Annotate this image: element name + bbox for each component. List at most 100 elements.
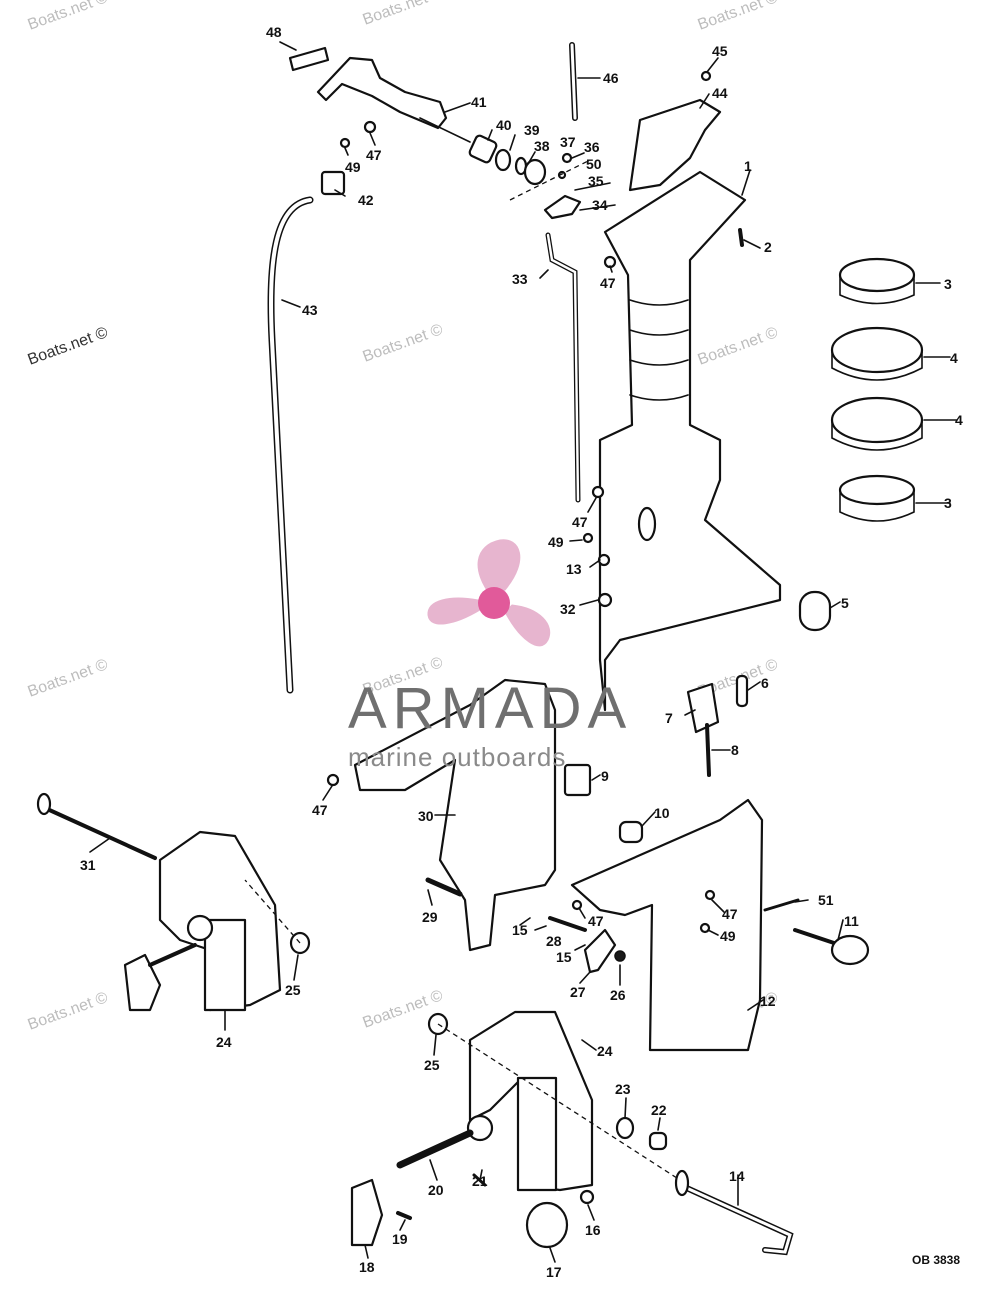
callout-22: 22 xyxy=(651,1102,667,1118)
callout-3: 3 xyxy=(944,276,952,292)
part-14-tilt-rod-outer xyxy=(677,1182,794,1256)
callout-27: 27 xyxy=(570,984,586,1000)
callout-25: 25 xyxy=(424,1057,440,1073)
part-36-washer xyxy=(523,158,547,186)
watermark-text: Boats.net © xyxy=(361,321,446,366)
callout-4: 4 xyxy=(955,412,963,428)
watermark-text: Boats.net © xyxy=(361,0,446,29)
callout-5: 5 xyxy=(841,595,849,611)
callout-38: 38 xyxy=(534,138,550,154)
callout-34: 34 xyxy=(592,197,608,213)
callout-19: 19 xyxy=(392,1231,408,1247)
assembly-line xyxy=(437,1023,681,1181)
watermark-text: Boats.net © xyxy=(26,0,111,34)
part-49-fastener xyxy=(582,532,594,544)
callout-49: 49 xyxy=(548,534,564,550)
callout-6: 6 xyxy=(761,675,769,691)
callout-15: 15 xyxy=(556,949,572,965)
callout-31: 31 xyxy=(80,857,96,873)
callout-35: 35 xyxy=(588,173,604,189)
part-3-ring-bottom-body xyxy=(839,489,915,522)
part-3-ring-top-body xyxy=(839,274,915,305)
callout-47: 47 xyxy=(572,514,588,530)
part-24-clamp-left-plate xyxy=(203,918,247,1012)
part-1-housing-port xyxy=(637,506,657,542)
callout-43: 43 xyxy=(302,302,318,318)
part-18-handle xyxy=(350,1178,384,1247)
leader-lines xyxy=(89,41,958,1263)
watermark-text: Boats.net © xyxy=(696,0,781,34)
propeller-icon xyxy=(427,539,551,647)
part-18-handle-left xyxy=(123,953,162,1012)
part-29-bolt xyxy=(425,877,463,897)
part-51-pin xyxy=(763,898,800,912)
part-1-housing-ribs xyxy=(629,299,689,401)
part-49-fastener xyxy=(339,137,351,149)
part-33-rod-outer xyxy=(545,232,581,503)
callout-17: 17 xyxy=(546,1264,562,1280)
brand-tagline: marine outboards xyxy=(348,742,566,772)
part-23-washer xyxy=(615,1116,635,1140)
callout-13: 13 xyxy=(566,561,582,577)
callout-30: 30 xyxy=(418,808,434,824)
callout-15: 15 xyxy=(512,922,528,938)
callout-45: 45 xyxy=(712,43,728,59)
part-48-decal xyxy=(288,46,330,72)
part-17-pad xyxy=(525,1201,569,1249)
assembly-line xyxy=(244,879,301,944)
callout-36: 36 xyxy=(584,139,600,155)
callout-47: 47 xyxy=(722,906,738,922)
callout-7: 7 xyxy=(665,710,673,726)
part-14-head xyxy=(674,1169,690,1197)
watermark-text: Boats.net © xyxy=(26,324,111,369)
callout-32: 32 xyxy=(560,601,576,617)
part-41-shaft xyxy=(419,117,471,143)
part-34-bracket xyxy=(543,194,582,220)
callout-26: 26 xyxy=(610,987,626,1003)
watermark-text: Boats.net © xyxy=(696,324,781,369)
part-10-nut xyxy=(618,820,644,844)
part-24-clamp-left-pad xyxy=(186,914,214,942)
part-46-rod-inner xyxy=(570,43,577,120)
part-14-tilt-rod-inner xyxy=(678,1183,792,1254)
part-2-screw xyxy=(738,228,744,247)
assembly-line xyxy=(509,159,591,201)
part-47-fastener xyxy=(326,773,340,787)
part-45-screw xyxy=(700,70,712,82)
part-22-nut xyxy=(648,1131,668,1151)
part-3-ring-bottom xyxy=(838,474,916,506)
part-31-head xyxy=(36,792,52,816)
part-1-driveshaft-housing xyxy=(598,170,782,712)
part-27-lever xyxy=(583,928,617,974)
callout-51: 51 xyxy=(818,892,834,908)
callouts: 1 2 3 3 4 4 5 6 7 8 9 10 11 12 13 14 15 … xyxy=(80,24,963,1280)
parts-drawing xyxy=(36,42,924,1256)
part-8-screw xyxy=(705,723,711,777)
callout-47: 47 xyxy=(312,802,328,818)
watermark-text: Boats.net © xyxy=(26,656,111,701)
part-40-sleeve xyxy=(468,134,498,164)
callout-4: 4 xyxy=(950,350,958,366)
part-32-washer xyxy=(597,592,613,608)
callout-44: 44 xyxy=(712,85,728,101)
part-28-pin xyxy=(548,916,587,932)
callout-25: 25 xyxy=(285,982,301,998)
callout-46: 46 xyxy=(603,70,619,86)
part-11-knob xyxy=(830,934,870,966)
callout-23: 23 xyxy=(615,1081,631,1097)
callout-50: 50 xyxy=(586,156,602,172)
callout-49: 49 xyxy=(345,159,361,175)
callout-42: 42 xyxy=(358,192,374,208)
part-26-nut xyxy=(614,950,626,962)
propeller-blade xyxy=(477,539,521,598)
callout-47: 47 xyxy=(366,147,382,163)
callout-49: 49 xyxy=(720,928,736,944)
part-39-washer xyxy=(494,148,512,172)
callout-3: 3 xyxy=(944,495,952,511)
part-47-fastener xyxy=(591,485,605,499)
part-16-rivet xyxy=(579,1189,595,1205)
part-4-bearing-ring-top xyxy=(830,326,924,374)
callout-18: 18 xyxy=(359,1259,375,1275)
callout-1: 1 xyxy=(744,158,752,174)
